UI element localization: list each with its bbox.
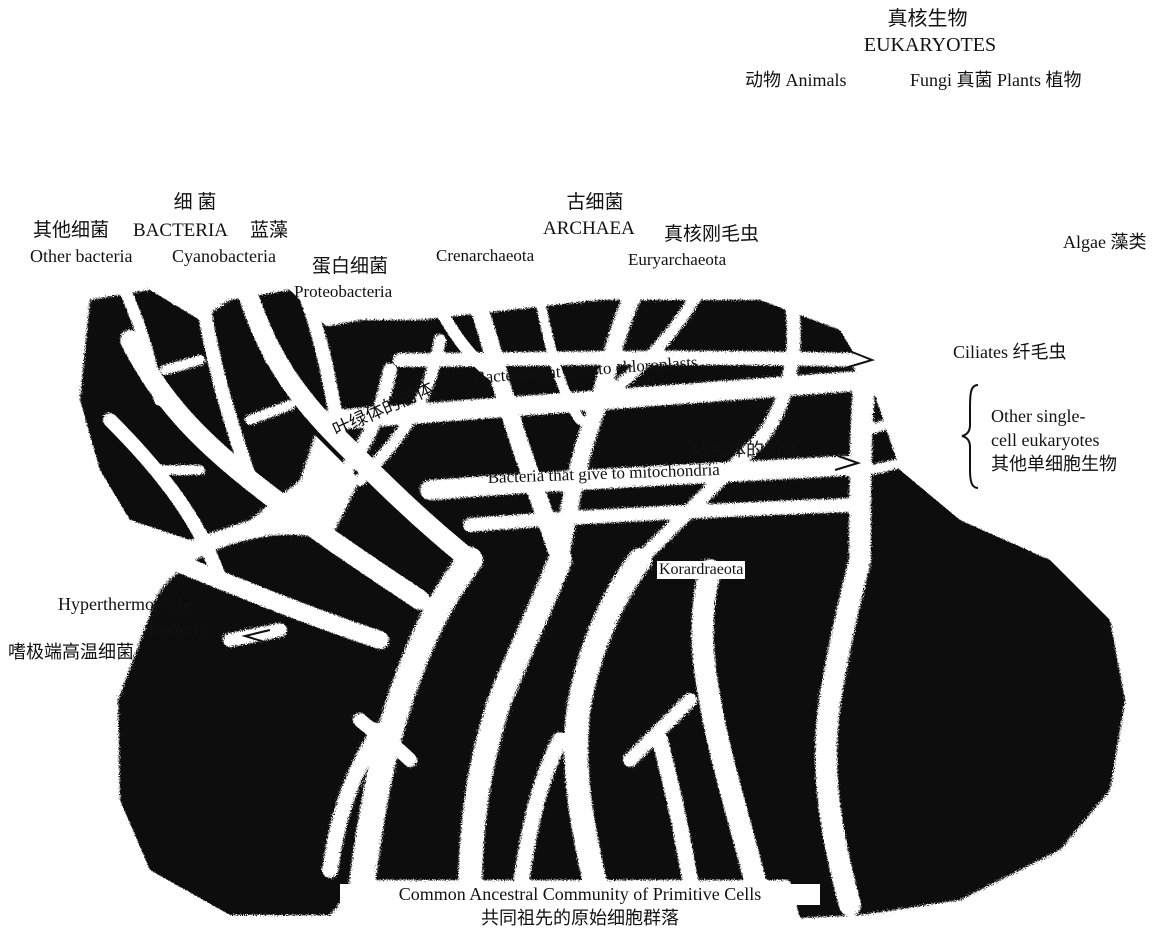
other-bacteria-label: Other bacteria <box>30 246 132 267</box>
other-bacteria-zh-label: 其他细菌 <box>33 220 109 242</box>
hyperthermophilic-line2: bacteria <box>150 618 207 639</box>
crenarchaeota-label: Crenarchaeota <box>436 246 534 266</box>
common-ancestor-label: Common Ancestral Community of Primitive … <box>340 884 820 905</box>
eukaryotes-label: EUKARYOTES <box>855 34 1005 57</box>
archaea-label: ARCHAEA <box>543 218 635 240</box>
cyanobacteria-zh-label: 蓝藻 <box>250 220 288 242</box>
bacteria-zh-label: 细 菌 <box>160 192 230 214</box>
other-eukaryotes-line1: Other single- <box>991 406 1085 427</box>
euryarchaeota-zh-label: 真核刚毛虫 <box>664 224 759 246</box>
eukaryote-bracket <box>962 385 978 488</box>
cyanobacteria-label: Cyanobacteria <box>172 246 276 267</box>
ciliates-label: Ciliates 纤毛虫 <box>953 342 1067 363</box>
proteobacteria-zh-label: 蛋白细菌 <box>312 256 388 278</box>
euryarchaeota-label: Euryarchaeota <box>628 250 726 270</box>
algae-label: Algae 藻类 <box>1063 232 1146 253</box>
eukaryotes-zh-label: 真核生物 <box>880 8 975 31</box>
bacteria-label: BACTERIA <box>133 220 228 242</box>
other-eukaryotes-line2: cell eukaryotes <box>991 430 1099 451</box>
korarchaeota-label: Korardraeota <box>657 561 745 579</box>
animals-label: 动物 Animals <box>745 70 847 91</box>
mitochondria-precursor-zh: 线粒体的前体 <box>692 440 800 461</box>
archaea-zh-label: 古细菌 <box>555 192 635 214</box>
other-eukaryotes-zh: 其他单细胞生物 <box>991 454 1117 475</box>
fungi-plants-label: Fungi 真菌 Plants 植物 <box>910 70 1082 91</box>
common-ancestor-zh: 共同祖先的原始细胞群落 <box>420 908 740 929</box>
hyperthermophilic-zh: 嗜极端高温细菌 <box>8 642 134 663</box>
hyperthermophilic-line1: Hyperthermophilic <box>58 594 195 615</box>
proteobacteria-label: Proteobacteria <box>294 282 392 302</box>
